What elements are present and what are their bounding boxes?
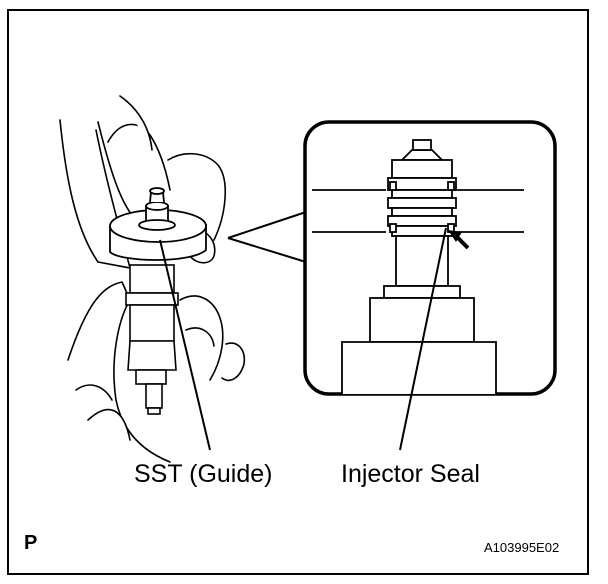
sst-guide-leader xyxy=(159,239,211,451)
figure-code: A103995E02 xyxy=(484,540,560,555)
sst-guide-label: SST (Guide) xyxy=(134,460,273,488)
injector-seal-label: Injector Seal xyxy=(341,460,480,488)
magnify-callout xyxy=(227,211,307,263)
injector-body xyxy=(125,264,179,415)
injector-seal-leader xyxy=(399,227,447,451)
injector-cross-section xyxy=(312,139,524,394)
figure-frame xyxy=(7,9,589,575)
sst-guide-tool xyxy=(109,187,207,261)
corner-mark: P xyxy=(24,532,38,554)
seal-arrow xyxy=(448,230,470,250)
